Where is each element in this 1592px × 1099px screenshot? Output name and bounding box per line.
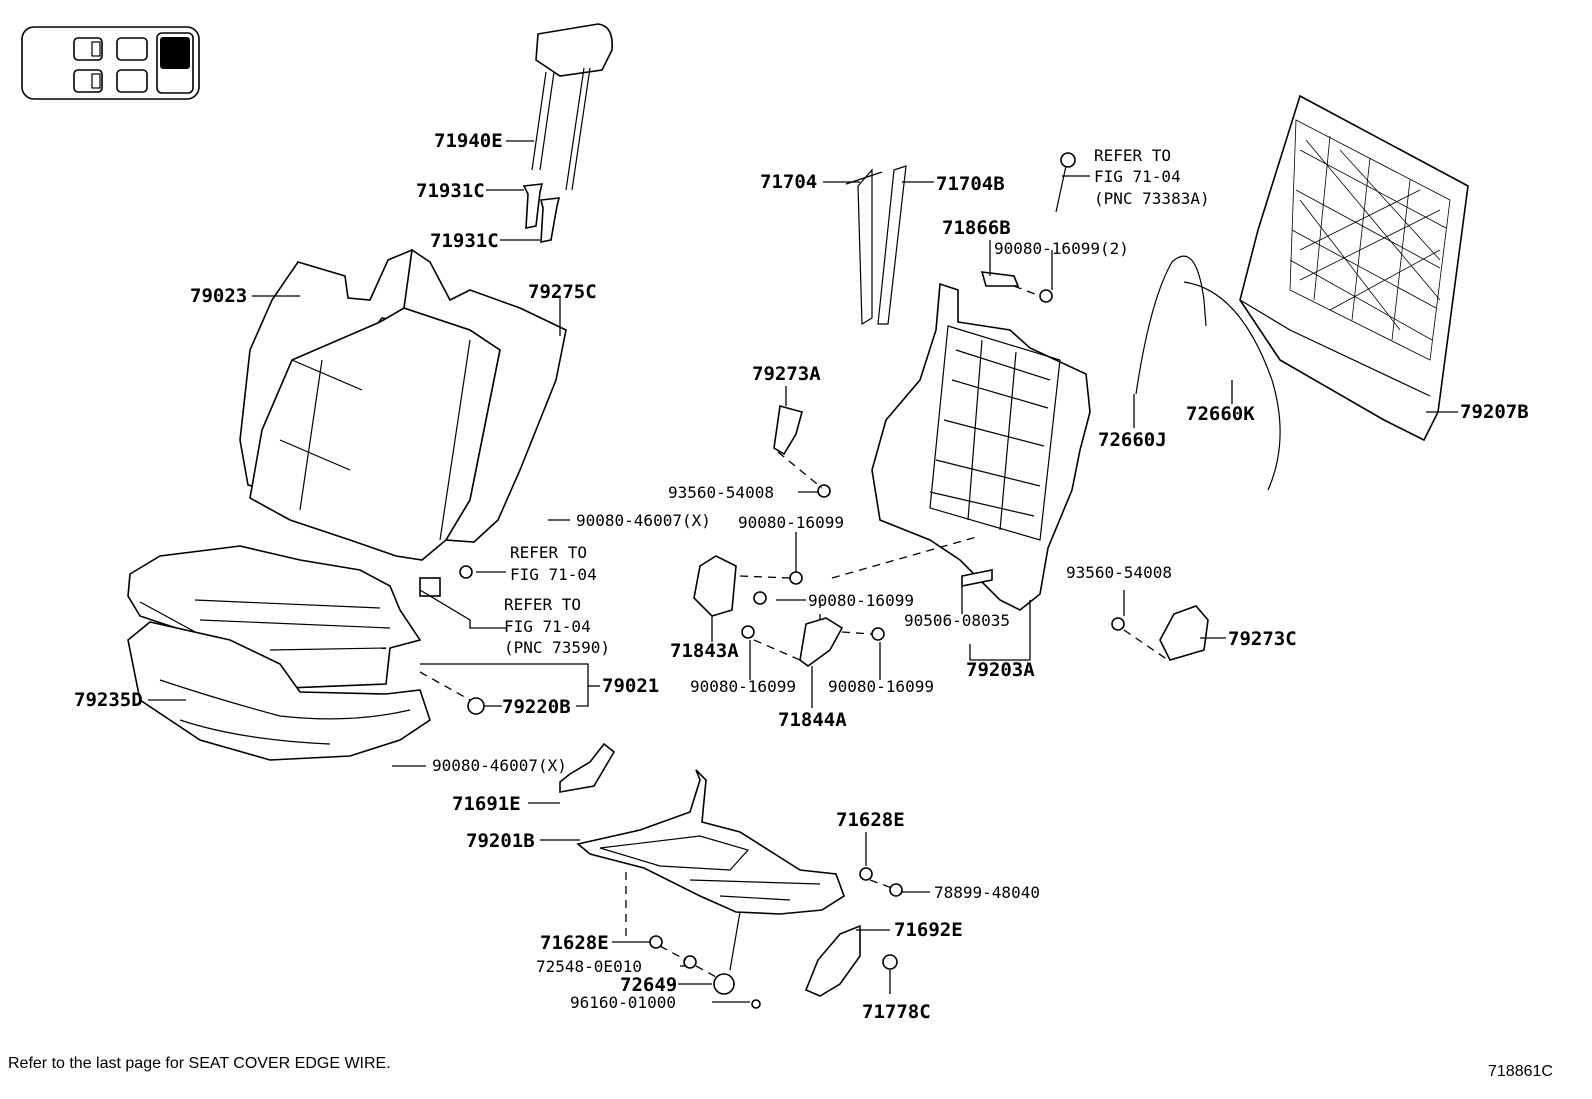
- ref-low-line3: (PNC 73590): [504, 638, 610, 657]
- label-79235D: 79235D: [74, 689, 143, 711]
- cables-drawing: [845, 152, 1281, 491]
- seatback-cover-drawing: [239, 248, 567, 561]
- footer-note: Refer to the last page for SEAT COVER ED…: [8, 1055, 391, 1072]
- label-72548-0E010: 72548-0E010: [536, 957, 642, 976]
- label-71844A: 71844A: [778, 709, 847, 731]
- seat-cushion-drawing: [127, 545, 441, 761]
- label-71628E-right: 71628E: [836, 809, 905, 831]
- label-79021: 79021: [602, 675, 659, 697]
- label-79273C: 79273C: [1228, 628, 1297, 650]
- reference-notes: REFER TO FIG 71-04 (PNC 73383A) REFER TO…: [504, 146, 1210, 657]
- label-72649: 72649: [620, 974, 677, 996]
- label-71704: 71704: [760, 171, 817, 193]
- label-93560-54008-right: 93560-54008: [1066, 563, 1172, 582]
- label-90080-16099-left: 90080-16099: [690, 677, 796, 696]
- label-71704B: 71704B: [936, 173, 1005, 195]
- label-79023: 79023: [190, 285, 247, 307]
- label-78899-48040: 78899-48040: [934, 883, 1040, 902]
- ref-top-line2: FIG 71-04: [1094, 167, 1181, 186]
- seat-position-locator-icon: [21, 26, 200, 100]
- label-71931C-upper: 71931C: [416, 180, 485, 202]
- label-96160-01000: 96160-01000: [570, 993, 676, 1012]
- label-90506-08035: 90506-08035: [904, 611, 1010, 630]
- label-71692E: 71692E: [894, 919, 963, 941]
- label-72660J: 72660J: [1098, 429, 1167, 451]
- ref-top-line1: REFER TO: [1094, 146, 1171, 165]
- label-79220B: 79220B: [502, 696, 571, 718]
- label-90080-16099-top: 90080-16099: [738, 513, 844, 532]
- ref-low-line1: REFER TO: [504, 595, 581, 614]
- ref-mid-line1: REFER TO: [510, 543, 587, 562]
- ref-top-line3: (PNC 73383A): [1094, 189, 1210, 208]
- leader-lines: [148, 140, 1458, 1003]
- seatback-board-drawing: [1239, 94, 1469, 442]
- label-90080-46007-lower: 90080-46007(X): [432, 756, 567, 775]
- label-71843A: 71843A: [670, 640, 739, 662]
- label-90080-46007-upper: 90080-46007(X): [576, 511, 711, 530]
- label-79203A: 79203A: [966, 659, 1035, 681]
- label-71940E: 71940E: [434, 130, 503, 152]
- label-79201B: 79201B: [466, 830, 535, 852]
- label-71628E-left: 71628E: [540, 932, 609, 954]
- label-71778C: 71778C: [862, 1001, 931, 1023]
- small-parts-drawing: [459, 289, 1209, 1009]
- label-90080-16099-2: 90080-16099(2): [994, 239, 1129, 258]
- label-79273A: 79273A: [752, 363, 821, 385]
- seat-frame-drawing: [576, 769, 845, 971]
- label-72660K: 72660K: [1186, 403, 1255, 425]
- ref-low-line2: FIG 71-04: [504, 617, 591, 636]
- dashed-lines: [419, 285, 1169, 979]
- label-79207B: 79207B: [1460, 401, 1529, 423]
- label-71866B: 71866B: [942, 217, 1011, 239]
- label-93560-54008-left: 93560-54008: [668, 483, 774, 502]
- label-79275C: 79275C: [528, 281, 597, 303]
- label-90080-16099-mid: 90080-16099: [808, 591, 914, 610]
- seatback-frame-drawing: [871, 271, 1091, 611]
- diagram-code: 718861C: [1488, 1063, 1553, 1080]
- label-90080-16099-right: 90080-16099: [828, 677, 934, 696]
- label-71931C-lower: 71931C: [430, 230, 499, 252]
- ref-mid-line2: FIG 71-04: [510, 565, 597, 584]
- headrest-drawing: [522, 23, 614, 243]
- label-71691E: 71691E: [452, 793, 521, 815]
- part-labels: 71940E 71931C 71931C 79023 79275C 71704 …: [74, 130, 1529, 1023]
